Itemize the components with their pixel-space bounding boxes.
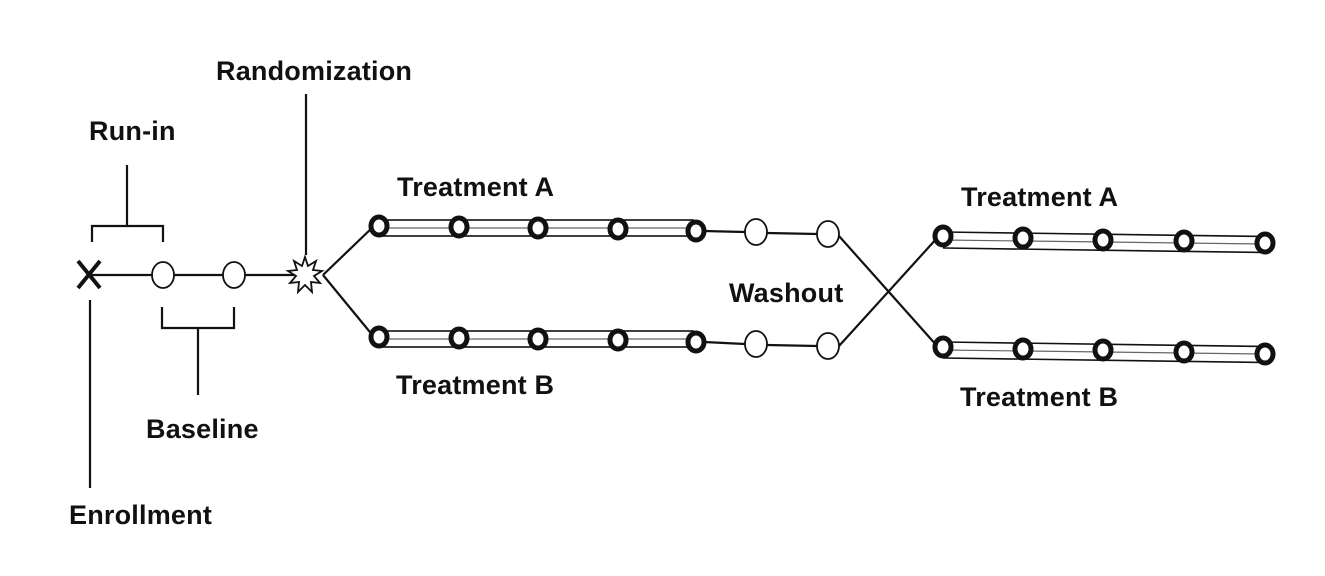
treatment-a-period1-label: Treatment A — [397, 172, 554, 202]
treatment-visit-node — [607, 328, 629, 352]
baseline-label: Baseline — [146, 414, 259, 444]
treatment-visit-node — [685, 219, 707, 243]
treatment-visit-node — [1173, 340, 1195, 364]
treatment-visit-node — [1092, 228, 1114, 252]
treatment-visit-node — [368, 325, 390, 349]
treatment-b-period2-arm — [932, 335, 1276, 366]
treatment-visit-node — [448, 215, 470, 239]
treatment-visit-node — [527, 327, 549, 351]
treatment-visit-node — [1092, 338, 1114, 362]
enrollment-label: Enrollment — [69, 500, 212, 530]
treatment-b-period1-label: Treatment B — [396, 370, 554, 400]
washout-visit-node — [744, 330, 768, 358]
baseline-visit-node — [222, 261, 246, 289]
washout-upper-segment — [703, 218, 840, 248]
treatment-visit-node — [1012, 337, 1034, 361]
treatment-a-period2-arm — [932, 224, 1276, 255]
washout-visit-node — [816, 220, 840, 248]
run-in-label: Run-in — [89, 116, 176, 146]
treatment-b-period1-arm — [368, 325, 707, 354]
crossover-line-b-to-a — [838, 236, 939, 347]
treatment-visit-node — [527, 216, 549, 240]
treatment-visit-node — [607, 217, 629, 241]
treatment-visit-node — [932, 224, 954, 248]
treatment-visit-node — [368, 214, 390, 238]
baseline-bracket — [160, 307, 236, 395]
treatment-a-period2-label: Treatment A — [961, 182, 1118, 212]
randomization-star-marker — [285, 254, 325, 295]
treatment-visit-node — [1012, 226, 1034, 250]
washout-visit-node — [816, 332, 840, 360]
treatment-visit-node — [1254, 342, 1276, 366]
treatment-visit-node — [1254, 231, 1276, 255]
run-in-bracket — [90, 165, 165, 242]
washout-lower-segment — [703, 330, 840, 360]
enrollment-x-marker — [76, 259, 102, 290]
washout-visit-node — [744, 218, 768, 246]
branch-line-a — [322, 225, 375, 276]
treatment-visit-node — [932, 335, 954, 359]
randomization-label: Randomization — [216, 56, 412, 86]
washout-label: Washout — [729, 278, 843, 308]
branch-line-b — [322, 274, 375, 338]
treatment-a-period1-arm — [368, 214, 707, 243]
treatment-visit-node — [448, 326, 470, 350]
treatment-visit-node — [685, 330, 707, 354]
treatment-b-period2-label: Treatment B — [960, 382, 1118, 412]
baseline-visit-node — [151, 261, 175, 289]
treatment-visit-node — [1173, 229, 1195, 253]
